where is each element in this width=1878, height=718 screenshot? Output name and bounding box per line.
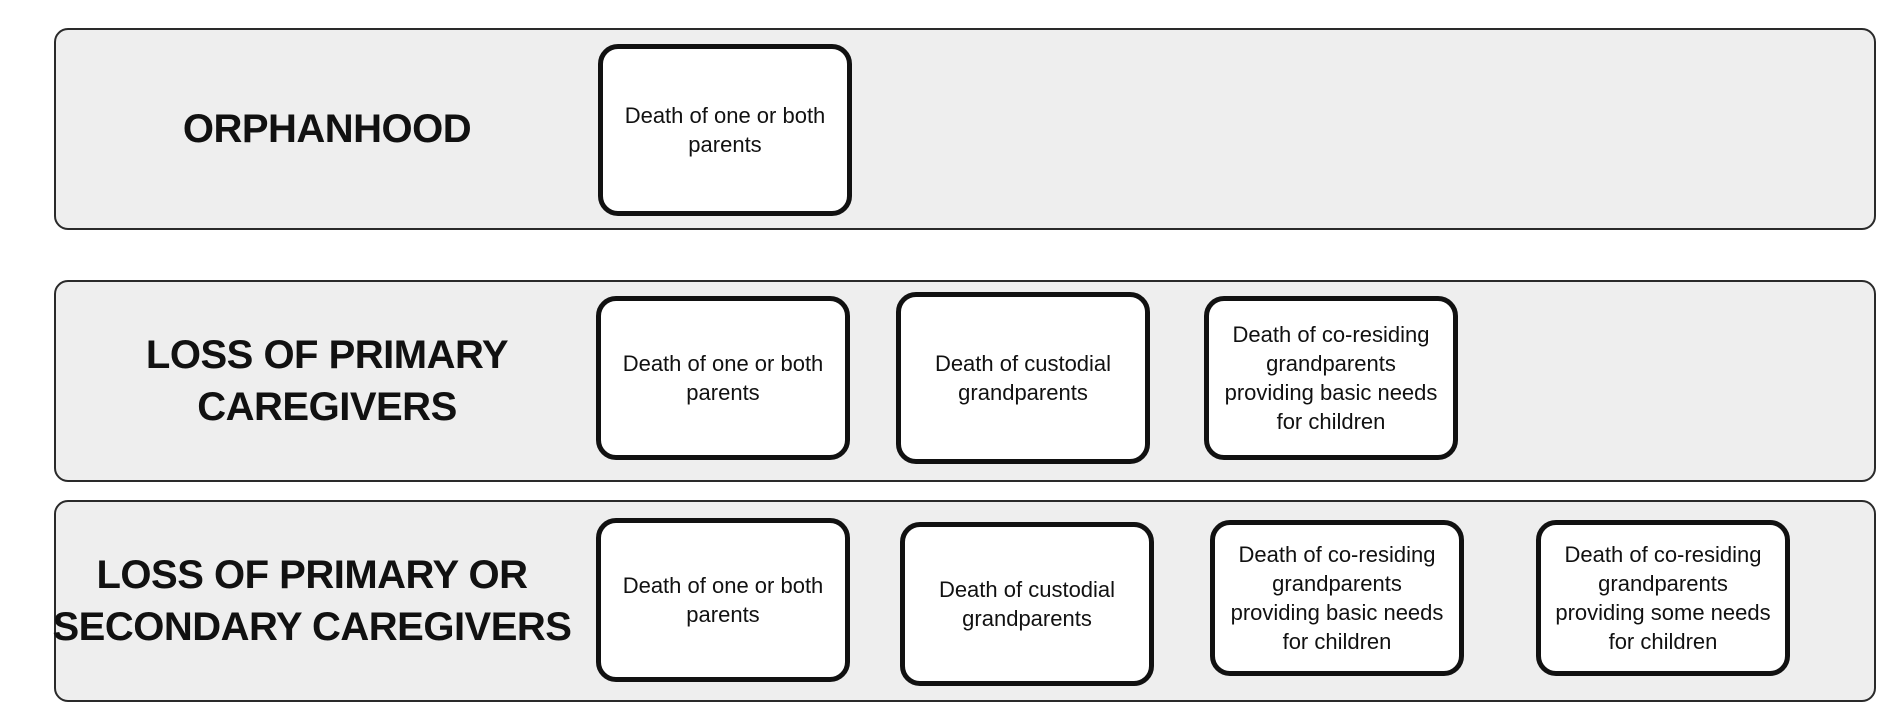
band-orphanhood: ORPHANHOOD Death of one or both parents — [54, 28, 1876, 230]
band-primary-or-secondary-caregivers: LOSS OF PRIMARY OR SECONDARY CAREGIVERS … — [52, 500, 1876, 702]
band-title: LOSS OF PRIMARY CAREGIVERS — [145, 333, 509, 429]
band-title: LOSS OF PRIMARY OR SECONDARY CAREGIVERS — [52, 553, 572, 649]
definition-box: Death of co-residing grandparents provid… — [1210, 520, 1464, 676]
definition-box: Death of co-residing grandparents provid… — [1536, 520, 1790, 676]
definition-box: Death of co-residing grandparents provid… — [1204, 296, 1458, 460]
band-primary-caregivers: LOSS OF PRIMARY CAREGIVERS Death of one … — [54, 280, 1876, 482]
definition-box: Death of custodial grandparents — [900, 522, 1154, 686]
definition-box: Death of one or both parents — [596, 296, 850, 460]
definition-box: Death of custodial grandparents — [896, 292, 1150, 464]
definition-box: Death of one or both parents — [598, 44, 852, 216]
definition-box: Death of one or both parents — [596, 518, 850, 682]
band-title: ORPHANHOOD — [182, 107, 472, 151]
